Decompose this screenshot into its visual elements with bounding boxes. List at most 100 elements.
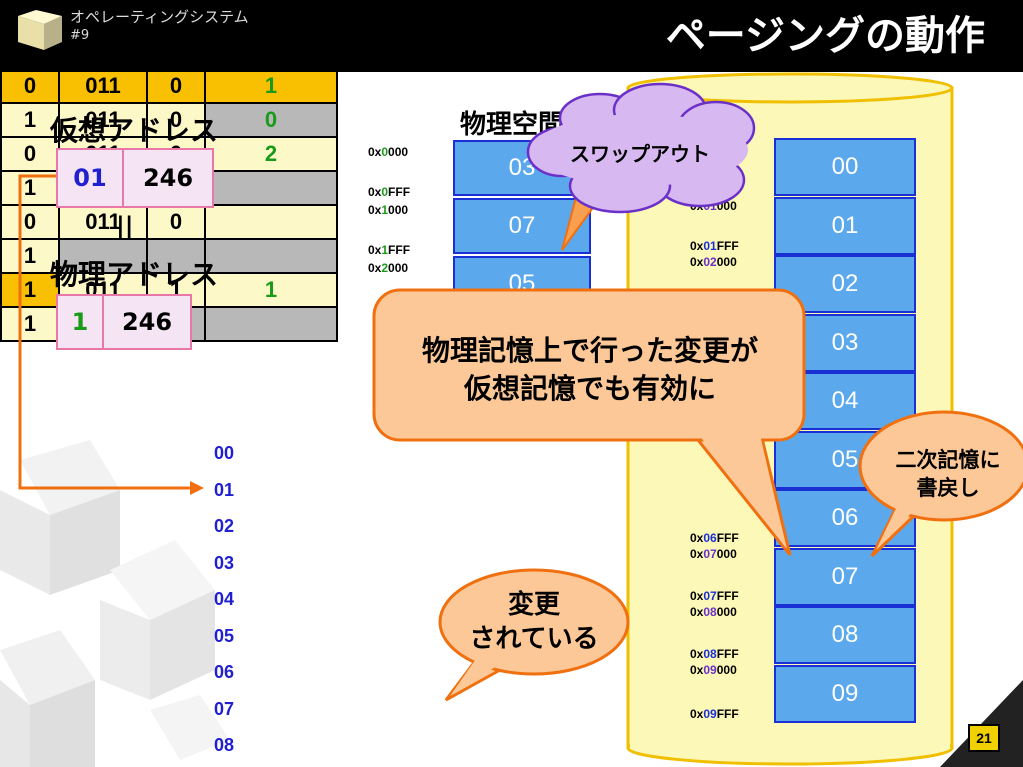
- secondary-address-part: 01: [703, 199, 717, 213]
- page-table-cell-frame: 0: [204, 102, 338, 138]
- physical-address-part: 0x: [368, 243, 382, 257]
- secondary-address-part: 0x: [690, 531, 704, 545]
- secondary-address-part: 0x: [690, 255, 704, 269]
- page-table-cell-m: 0: [146, 68, 206, 104]
- secondary-address-label: 0x07000: [690, 548, 737, 561]
- page-table-cell-v: 1: [0, 306, 60, 342]
- secondary-storage-block: 00: [774, 138, 916, 196]
- physical-address-part: 000: [388, 145, 409, 159]
- secondary-address-part: 0x: [690, 589, 704, 603]
- secondary-address-label: 0x01000: [690, 200, 737, 213]
- virtual-page-number: 01: [58, 150, 124, 206]
- secondary-address-label: 0x00FFF: [690, 184, 739, 197]
- secondary-address-part: 000: [716, 547, 737, 561]
- page-table-row-index: 04: [214, 589, 235, 609]
- page-table-cell-m: 0: [146, 204, 206, 240]
- secondary-address-part: FFF: [716, 647, 739, 661]
- writeback-callout-line1: 二次記憶に: [895, 448, 1001, 472]
- secondary-address-label: 0x08000: [690, 606, 737, 619]
- physical-address-part: 000: [388, 203, 409, 217]
- physical-address-part: 2: [381, 261, 389, 275]
- page-table-cell-p: 011: [58, 204, 148, 240]
- secondary-address-part: 07: [703, 547, 717, 561]
- secondary-address-part: 08: [703, 647, 717, 661]
- secondary-address-part: 0x: [690, 183, 704, 197]
- secondary-address-part: 06: [703, 531, 717, 545]
- secondary-address-part: 00: [703, 183, 717, 197]
- page-table-cell-v: 0: [0, 136, 60, 172]
- physical-address-part: FFF: [388, 185, 411, 199]
- page-table-cell-frame: [204, 238, 338, 274]
- secondary-storage-block: 08: [774, 606, 916, 664]
- physical-address-label: 0x1000: [368, 204, 408, 217]
- page-table-cell-m: 0: [146, 102, 206, 138]
- page-table-row-index: 00: [214, 443, 235, 463]
- secondary-address-part: 0x: [690, 239, 704, 253]
- changed-callout-text: 変更 されている: [444, 588, 624, 656]
- secondary-address-part: 0x: [690, 647, 704, 661]
- page-number: 21: [968, 724, 1000, 752]
- page-table-cell-frame: [204, 306, 338, 342]
- secondary-address-label: 0x01FFF: [690, 240, 739, 253]
- physical-address-part: 1: [381, 243, 389, 257]
- page-table-cell-frame: [204, 170, 338, 206]
- course-name: オペレーティングシステム: [70, 8, 249, 26]
- changed-callout-line1: 変更: [507, 590, 560, 620]
- writeback-callout-text: 二次記憶に 書戻し: [878, 446, 1018, 502]
- changed-callout-line2: されている: [469, 624, 599, 654]
- page-table-cell-v: 0: [0, 68, 60, 104]
- physical-address-part: 0: [381, 185, 389, 199]
- secondary-address-part: 0x: [690, 707, 704, 721]
- secondary-address-label: 0x09FFF: [690, 708, 739, 721]
- secondary-address-part: 0x: [690, 605, 704, 619]
- physical-frame-number: 1: [58, 296, 104, 348]
- physical-address-label: 0x2000: [368, 262, 408, 275]
- secondary-address-label: 0x07FFF: [690, 590, 739, 603]
- secondary-address-part: FFF: [716, 531, 739, 545]
- page-table-row-index: 02: [214, 516, 235, 536]
- virtual-offset: 246: [142, 164, 194, 192]
- physical-address-part: 0x: [368, 185, 382, 199]
- page-table-row-index: 01: [214, 479, 235, 500]
- secondary-storage-block: 07: [774, 547, 916, 606]
- secondary-address-part: 08: [703, 605, 717, 619]
- physical-address-part: 0x: [368, 261, 382, 275]
- secondary-address-part: 02: [703, 255, 717, 269]
- secondary-address-label: 0x02000: [690, 256, 737, 269]
- swap-out-label: スワップアウト: [570, 142, 710, 166]
- secondary-storage-block: 01: [774, 196, 916, 255]
- page-table-cell-frame: 1: [204, 272, 338, 308]
- physical-address-box: 1 246: [56, 294, 192, 350]
- physical-address-part: 0x: [368, 145, 382, 159]
- secondary-address-part: 000: [716, 663, 737, 677]
- lecture-number: #9: [70, 28, 90, 43]
- virtual-address-box: 01 246: [56, 148, 214, 208]
- page-table-cell-v: 0: [0, 204, 60, 240]
- decorative-cubes: [0, 440, 230, 767]
- secondary-address-part: FFF: [716, 589, 739, 603]
- physical-offset: 246: [121, 308, 173, 336]
- page-table-cell-frame: [204, 204, 338, 240]
- secondary-address-part: FFF: [716, 239, 739, 253]
- page-table-row-index: 03: [214, 552, 235, 573]
- secondary-address-label: 0x08FFF: [690, 648, 739, 661]
- physical-address-label: 0x0000: [368, 146, 408, 159]
- secondary-address-part: FFF: [716, 707, 739, 721]
- equals-sign: ||: [116, 212, 134, 240]
- main-callout-text: 物理記憶上で行った変更が 仮想記憶でも有効に: [380, 332, 800, 408]
- secondary-storage-block: 02: [774, 255, 916, 313]
- writeback-callout-line2: 書戻し: [916, 476, 980, 500]
- page-table-row-index: 08: [214, 735, 235, 755]
- page-table-cell-v: 1: [0, 102, 60, 138]
- main-callout-line2: 仮想記憶でも有効に: [463, 372, 716, 405]
- physical-address-label: 0x1FFF: [368, 244, 410, 257]
- secondary-address-part: 000: [716, 199, 737, 213]
- secondary-address-part: FFF: [716, 183, 739, 197]
- page-table-row-index: 06: [214, 662, 235, 682]
- physical-address-part: 0x: [368, 203, 382, 217]
- page-table-row-index: 05: [214, 625, 235, 646]
- physical-address-part: 1: [381, 203, 389, 217]
